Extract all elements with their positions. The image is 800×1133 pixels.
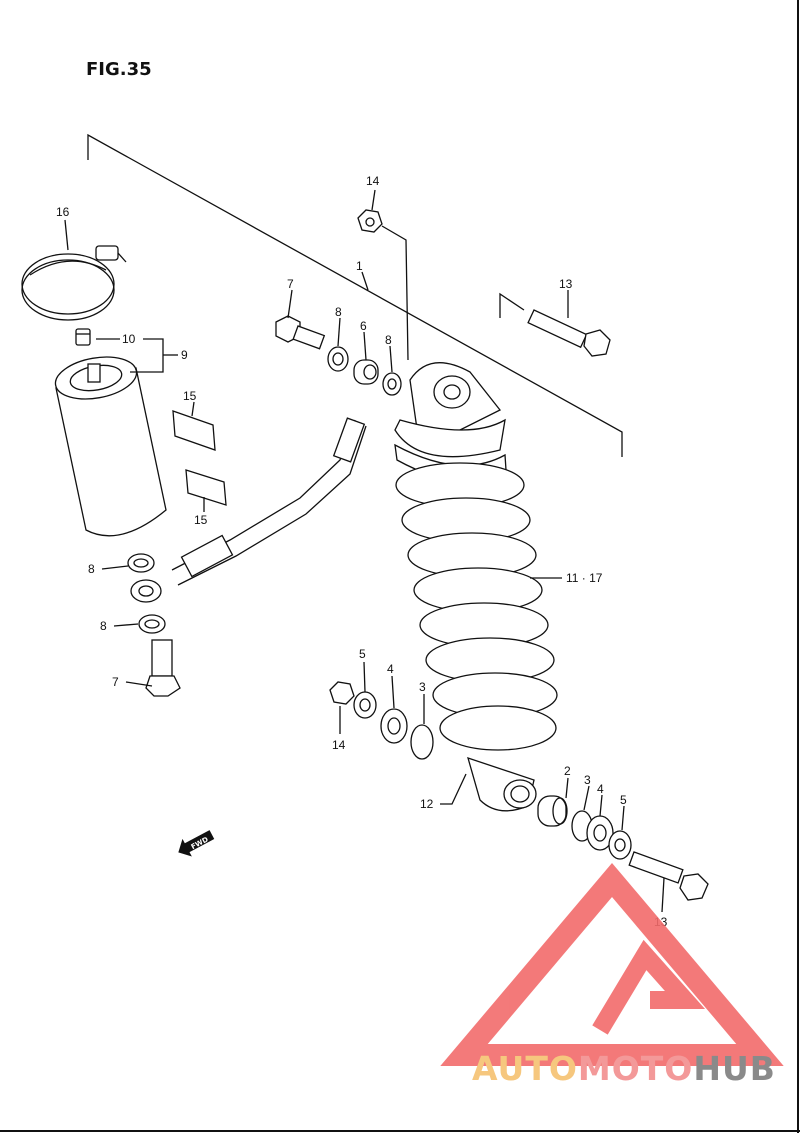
callout-8-lower-a: 8 (88, 562, 95, 576)
callout-14-bottom: 14 (332, 738, 346, 752)
callout-14-top: 14 (366, 174, 380, 188)
callout-4-left: 4 (387, 662, 394, 676)
brand-moto: MOTO (578, 1049, 693, 1088)
callout-6: 6 (360, 319, 367, 333)
callout-8-upper-b: 8 (385, 333, 392, 347)
fwd-label: FWD (190, 835, 210, 851)
left-lower-hardware (329, 681, 434, 760)
callout-15-lower: 15 (194, 513, 208, 527)
callout-8-upper-a: 8 (335, 305, 342, 319)
callout-5-left: 5 (359, 647, 366, 661)
svg-text:AUTOMOTOHUB: AUTOMOTOHUB (472, 1049, 776, 1088)
callout-7-upper: 7 (287, 277, 294, 291)
reservoir-part (54, 356, 167, 537)
assembly-bracket (87, 133, 623, 457)
callout-3-right: 3 (584, 773, 591, 787)
top-bolt-part (499, 292, 611, 357)
forward-arrow-icon: FWD (178, 830, 215, 857)
callout-13-top: 13 (559, 277, 573, 291)
callout-5-right: 5 (620, 793, 627, 807)
callout-7-lower: 7 (112, 675, 119, 689)
callout-11-17: 11 · 17 (566, 571, 603, 585)
callout-labels: 16 10 9 15 15 8 8 7 7 8 6 8 14 1 13 11 ·… (56, 174, 668, 929)
figure-title: FIG.35 (86, 59, 152, 80)
reservoir-hose (171, 417, 367, 586)
callout-12: 12 (420, 797, 434, 811)
callout-3-left: 3 (419, 680, 426, 694)
callout-8-lower-b: 8 (100, 619, 107, 633)
callout-9: 9 (181, 348, 188, 362)
brand-hub: HUB (693, 1049, 776, 1088)
coil-spring (395, 462, 558, 751)
top-nut-part (357, 209, 409, 361)
callout-15-upper: 15 (183, 389, 197, 403)
right-lower-hardware (537, 795, 709, 901)
valve-cap-part (75, 328, 91, 346)
lower-banjo-fitting (127, 553, 181, 697)
upper-banjo-fitting (275, 315, 402, 396)
leader-lines (64, 189, 665, 913)
callout-10: 10 (122, 332, 136, 346)
callout-1: 1 (356, 259, 363, 273)
callout-2: 2 (564, 764, 571, 778)
callout-16: 16 (56, 205, 70, 219)
watermark-brand: AUTOMOTOHUB (472, 1049, 776, 1088)
callout-4-right: 4 (597, 782, 604, 796)
lower-mount-eye (467, 756, 537, 812)
brand-auto: AUTO (472, 1049, 578, 1088)
label-pad-parts (172, 410, 227, 506)
hose-clamp-part (21, 245, 127, 321)
watermark-logo-icon (440, 862, 784, 1066)
